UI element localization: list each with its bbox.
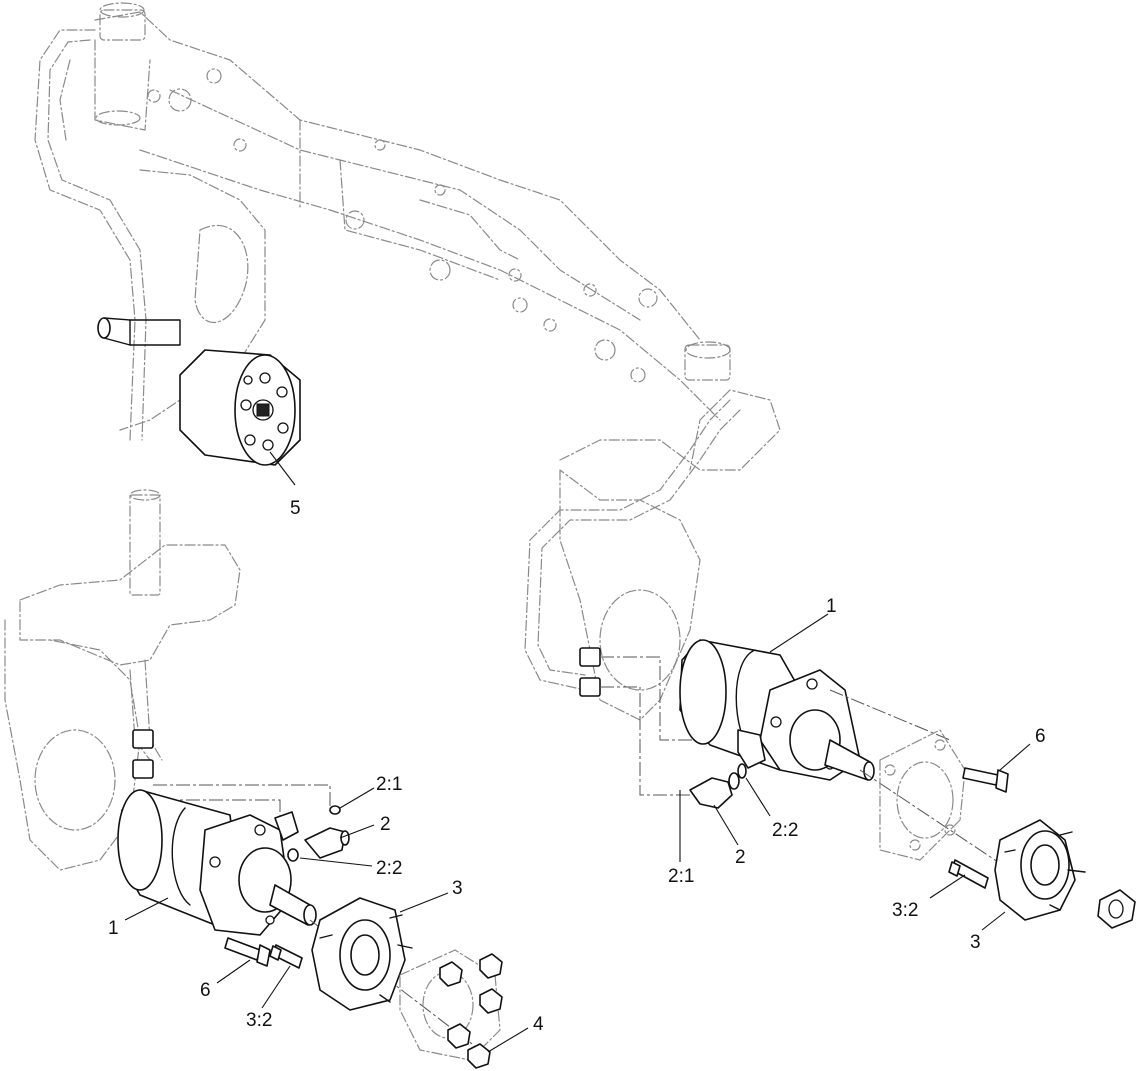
callout-2-1-left: 2:1	[376, 774, 402, 795]
callout-6-left: 6	[200, 980, 211, 1001]
callout-3-2-left: 3:2	[246, 1010, 272, 1031]
callout-2-right: 2	[735, 847, 746, 868]
left-motor-assembly	[117, 729, 503, 1069]
callout-1-left: 1	[108, 918, 119, 939]
callout-1-right: 1	[826, 596, 837, 617]
axle-frame-phantom	[4, 2, 781, 871]
callout-2-left: 2	[380, 814, 391, 835]
callout-2-2-right: 2:2	[772, 820, 798, 841]
callout-2-2-left: 2:2	[376, 858, 402, 879]
right-motor-assembly	[579, 639, 1136, 929]
callout-3-2-right: 3:2	[892, 900, 918, 921]
callout-labels: 5 1 6 2:2 2 2:1 3:2 3 2:1 2 2:2 1 3 6 3:…	[108, 498, 1046, 1035]
leader-lines	[124, 451, 1031, 1053]
callout-3-left: 3	[452, 878, 463, 899]
callout-6-right: 6	[1035, 726, 1046, 747]
callout-4: 4	[533, 1014, 544, 1035]
callout-5: 5	[290, 498, 301, 519]
callout-3-right: 3	[970, 932, 981, 953]
part-5-center-motor	[97, 317, 301, 466]
callout-2-1-right: 2:1	[668, 866, 694, 887]
